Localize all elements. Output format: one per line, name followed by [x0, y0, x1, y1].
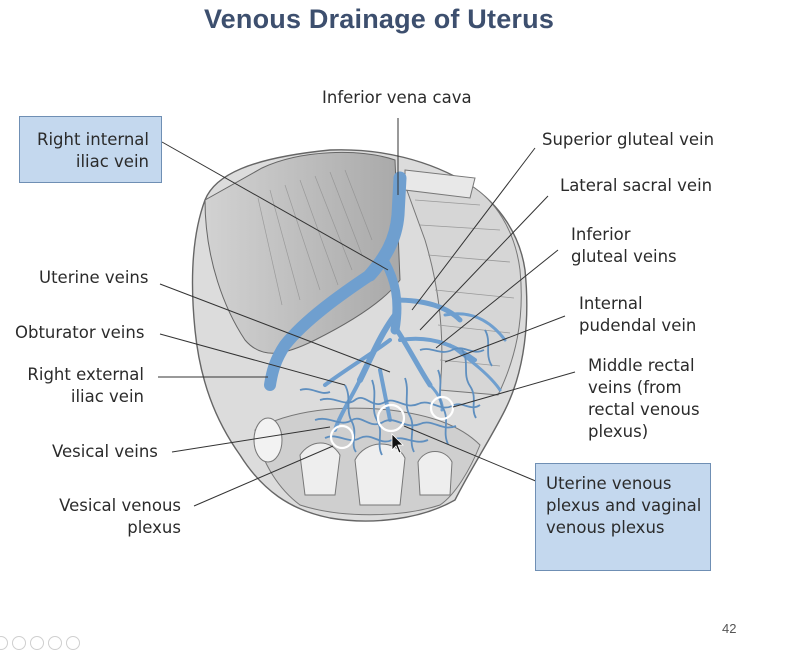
label-middle-rectal-veins: Middle rectal veins (from rectal venous …	[588, 356, 700, 441]
cursor-icon	[391, 433, 404, 454]
label-internal-pudendal-vein: Internal pudendal vein	[579, 294, 697, 335]
page-number: 42	[722, 621, 737, 636]
label-vesical-veins: Vesical veins	[52, 442, 158, 461]
label-right-internal-iliac-vein: Right internal iliac vein	[19, 116, 162, 183]
more-icon[interactable]	[66, 636, 80, 650]
label-lateral-sacral-vein: Lateral sacral vein	[560, 176, 713, 195]
label-vesical-venous-plexus: Vesical venous plexus	[59, 496, 181, 537]
label-superior-gluteal-vein: Superior gluteal vein	[542, 130, 715, 149]
slide-title: Venous Drainage of Uterus	[203, 4, 555, 34]
label-uterine-venous-plexus: Uterine venous plexus and vaginal venous…	[535, 463, 711, 571]
label-uterine-veins: Uterine veins	[39, 268, 149, 287]
label-inferior-vena-cava: Inferior vena cava	[322, 88, 472, 107]
label-right-external-iliac-vein: Right external iliac vein	[27, 365, 144, 406]
notes-icon[interactable]	[48, 636, 62, 650]
plexus-meshwork	[299, 329, 493, 456]
ilium-wall	[204, 151, 401, 354]
slides-icon[interactable]	[12, 636, 26, 650]
sacrum	[404, 184, 522, 396]
label-inferior-gluteal-veins: Inferior gluteal veins	[571, 225, 677, 266]
zoom-icon[interactable]	[30, 636, 44, 650]
label-obturator-veins: Obturator veins	[15, 323, 145, 342]
